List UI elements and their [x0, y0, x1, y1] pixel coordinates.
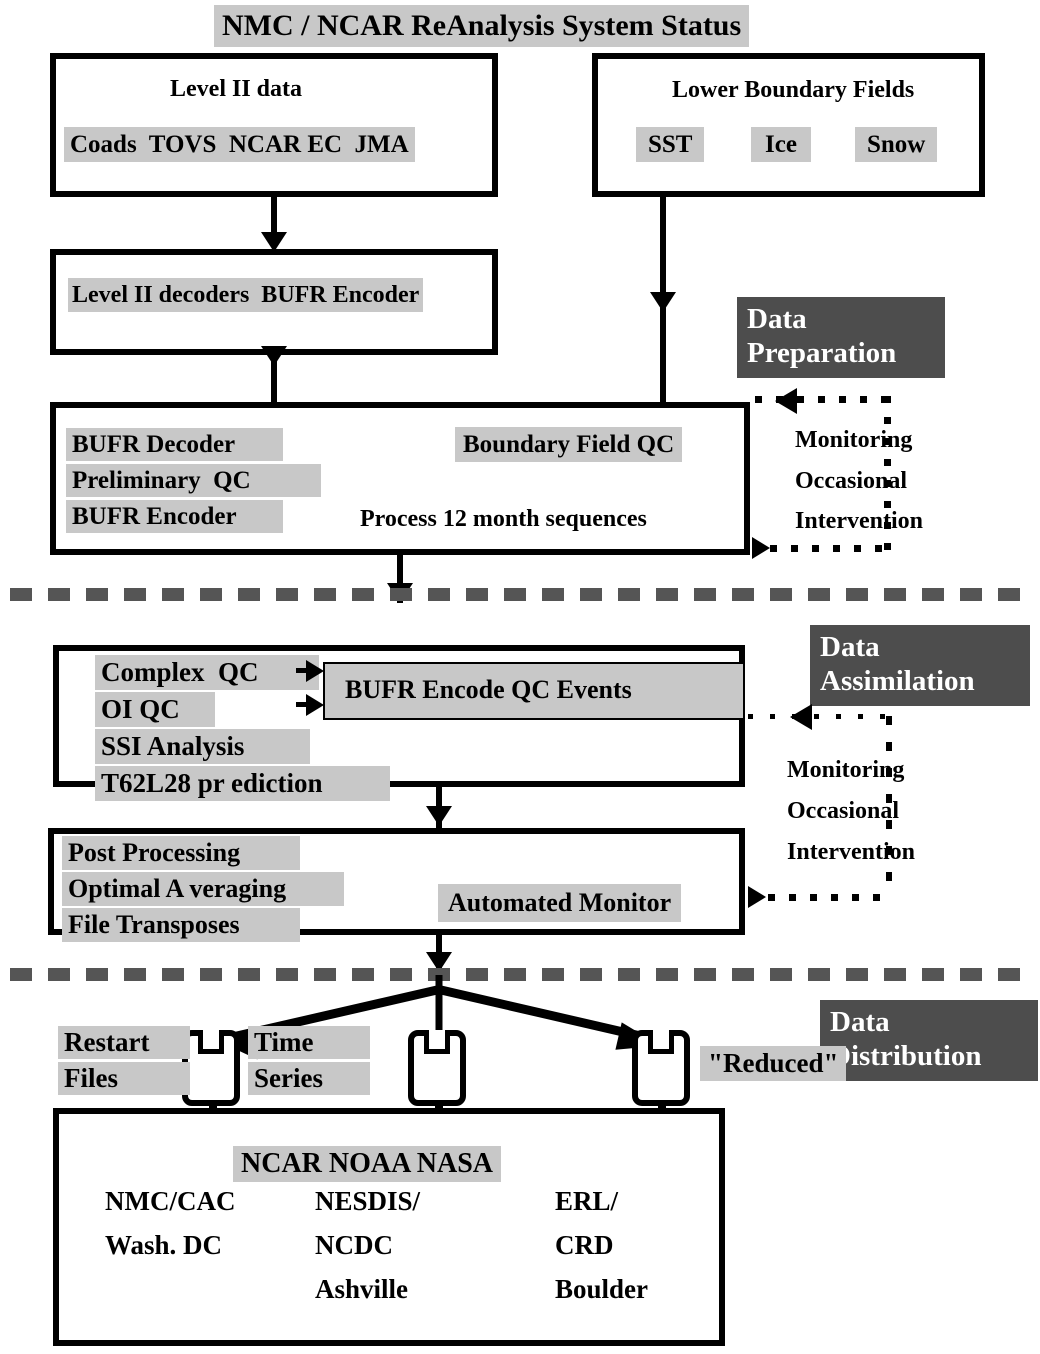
monitoring-label-assim-1: Monitoring	[787, 757, 905, 783]
floppy-disk-notch-icon	[648, 1030, 674, 1054]
feedback-bottom-dotted-prep	[770, 545, 890, 552]
boundary-heading: Lower Boundary Fields	[672, 77, 915, 103]
center-3-line1: ERL/	[555, 1186, 619, 1216]
feedback-arrow-out-prep	[752, 537, 770, 559]
stage-badge-data-distribution: Data Distribution	[820, 1000, 1038, 1082]
feedback-arrow-out-assim	[748, 886, 766, 908]
connector-decoders-to-qc	[271, 355, 277, 407]
monitoring-label-prep-3: Intervention	[795, 508, 923, 534]
floppy-disk-notch-icon	[424, 1030, 450, 1054]
feedback-arrow-in-assim	[790, 704, 812, 730]
assim-line-t62l28-prediction: T62L28 pr ediction	[95, 766, 390, 801]
feedback-bottom-dotted-assim	[768, 894, 892, 901]
monitoring-label-prep-1: Monitoring	[795, 427, 913, 453]
automated-monitor-label: Automated Monitor	[438, 884, 682, 922]
output-label-time-1: Time	[248, 1026, 370, 1059]
center-1-line2: Wash. DC	[105, 1230, 223, 1260]
qc-line-bufr-decoder: BUFR Decoder	[66, 428, 283, 461]
floppy-disk-notch-icon	[198, 1030, 224, 1054]
bufr-encode-qc-events-box	[323, 662, 745, 720]
center-2-line3: Ashville	[315, 1274, 409, 1304]
arrow-decoders-to-qc	[261, 346, 287, 366]
lower-boundary-fields-box	[592, 53, 985, 197]
assim-line-ssi-analysis: SSI Analysis	[95, 729, 310, 764]
assim-arrow2-head	[306, 694, 324, 716]
decoders-label: Level II decoders BUFR Encoder	[68, 278, 424, 312]
stage-badge-data-preparation: Data Preparation	[737, 297, 945, 379]
feedback-right-dotted-assim	[886, 716, 892, 898]
output-label-reduced: "Reduced"	[700, 1046, 847, 1081]
output-label-restart-1: Restart	[58, 1026, 190, 1059]
arrow-assim-to-post	[426, 806, 452, 826]
connector-qc-to-assimilation	[397, 555, 403, 603]
assim-line-oi-qc: OI QC	[95, 692, 215, 727]
page-title: NMC / NCAR ReAnalysis System Status	[214, 5, 750, 47]
post-line-post-processing: Post Processing	[62, 836, 300, 870]
center-1-line1: NMC/CAC	[105, 1186, 236, 1216]
arrow-boundary-to-qc	[650, 292, 676, 312]
qc-line-bufr-encoder: BUFR Encoder	[66, 500, 283, 533]
center-2-line2: NCDC	[315, 1230, 393, 1260]
post-line-file-transposes: File Transposes	[62, 908, 300, 942]
section-separator-distribution	[10, 968, 1035, 981]
process-sequences-label: Process 12 month sequences	[360, 506, 647, 532]
monitoring-label-prep-2: Occasional	[795, 468, 907, 494]
boundary-field-qc-label: Boundary Field QC	[455, 427, 683, 462]
center-3-line3: Boulder	[555, 1274, 649, 1304]
feedback-top-dotted-prep	[755, 396, 890, 403]
feedback-top-ticked-assim	[748, 714, 896, 719]
assim-line-complex-qc: Complex QC	[95, 655, 319, 690]
monitoring-label-assim-3: Intervention	[787, 839, 915, 865]
feedback-right-dotted-prep	[884, 396, 891, 551]
level2-heading: Level II data	[170, 76, 302, 102]
boundary-field-snow: Snow	[855, 127, 938, 162]
arrow-level2-to-decoders	[261, 232, 287, 252]
boundary-field-ice: Ice	[751, 127, 811, 162]
output-label-time-2: Series	[248, 1062, 370, 1095]
stage-badge-data-assimilation: Data Assimilation	[810, 625, 1030, 707]
assim-arrow1-head	[306, 660, 324, 682]
monitoring-label-assim-2: Occasional	[787, 798, 899, 824]
archive-heading: NCAR NOAA NASA	[233, 1146, 502, 1182]
connector-level2-to-decoders	[271, 197, 277, 242]
center-3-line2: CRD	[555, 1230, 614, 1260]
archive-centers-box	[53, 1108, 725, 1346]
level2-data-box	[50, 53, 498, 197]
output-label-restart-2: Files	[58, 1062, 190, 1095]
feedback-arrow-in-prep	[775, 388, 797, 414]
boundary-field-sst: SST	[636, 127, 705, 162]
qc-line-preliminary-qc: Preliminary QC	[66, 464, 321, 497]
post-line-optimal-averaging: Optimal A veraging	[62, 872, 344, 906]
bufr-encode-qc-events-label: BUFR Encode QC Events	[345, 675, 632, 704]
level2-sources: Coads TOVS NCAR EC JMA	[64, 127, 415, 162]
arrow-post-to-distribution	[426, 952, 452, 972]
section-separator-assimilation	[10, 588, 1035, 601]
center-2-line1: NESDIS/	[315, 1186, 421, 1216]
